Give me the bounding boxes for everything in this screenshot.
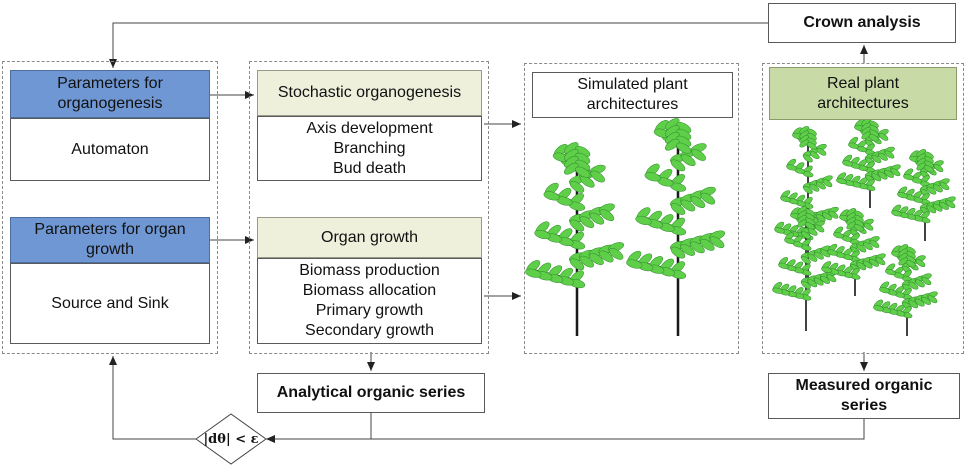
real-plant bbox=[821, 208, 886, 296]
param-organ-growth-header: Parameters for organ growth bbox=[10, 217, 210, 263]
measured-series-label: Measured organic series bbox=[795, 377, 933, 414]
organ-growth-item: Biomass allocation bbox=[302, 282, 437, 299]
arrow-crown-to-params bbox=[109, 22, 768, 68]
real-plant bbox=[873, 244, 938, 336]
simulated-plant bbox=[626, 118, 726, 336]
measured-series-box: Measured organic series bbox=[768, 373, 960, 419]
parameters-panel bbox=[2, 61, 218, 354]
param-organogenesis-header: Parameters for organogenesis bbox=[10, 70, 210, 118]
real-plant bbox=[891, 149, 956, 241]
organ-growth-item: Primary growth bbox=[315, 302, 424, 319]
analytical-series-label: Analytical organic series bbox=[276, 384, 466, 401]
organ-growth-item: Biomass production bbox=[299, 262, 440, 279]
stochastic-item: Bud death bbox=[333, 159, 406, 177]
param-organogenesis-body: Automaton bbox=[10, 118, 210, 181]
organ-growth-item: Secondary growth bbox=[305, 322, 434, 339]
criterion-text: |dθ| < ε bbox=[203, 431, 259, 447]
stochastic-title: Stochastic organogenesis bbox=[277, 84, 462, 101]
param-organ-growth-body: Source and Sink bbox=[10, 263, 210, 344]
stochastic-body: Axis development Branching Bud death bbox=[257, 116, 482, 181]
simulated-panel bbox=[524, 63, 739, 354]
organ-growth-title: Organ growth bbox=[321, 228, 418, 246]
real-plant bbox=[836, 118, 901, 208]
arrow-criterion-to-params bbox=[109, 356, 196, 440]
simulated-title: Simulated plant architectures bbox=[577, 76, 688, 113]
processes-panel bbox=[249, 61, 489, 354]
real-plant bbox=[772, 206, 837, 331]
automaton-label: Automaton bbox=[71, 140, 149, 158]
simulated-header: Simulated plant architectures bbox=[532, 72, 733, 118]
real-header: Real plant architectures bbox=[769, 67, 957, 120]
analytical-series-box: Analytical organic series bbox=[257, 373, 485, 413]
crown-analysis-label: Crown analysis bbox=[803, 14, 921, 31]
arrow-measured-to-criterion bbox=[266, 419, 865, 443]
stochastic-header: Stochastic organogenesis bbox=[257, 70, 482, 116]
criterion-diamond bbox=[195, 413, 267, 465]
param-organ-growth-title: Parameters for organ growth bbox=[34, 221, 186, 258]
organ-growth-header: Organ growth bbox=[257, 217, 482, 258]
criterion-label: |dθ| < ε bbox=[199, 429, 263, 449]
stochastic-item: Axis development bbox=[306, 119, 433, 137]
real-panel bbox=[762, 63, 964, 354]
crown-analysis-box: Crown analysis bbox=[768, 3, 956, 43]
stochastic-item: Branching bbox=[333, 139, 406, 157]
source-sink-label: Source and Sink bbox=[51, 294, 169, 312]
param-organogenesis-title: Parameters for organogenesis bbox=[57, 75, 163, 112]
simulated-plant bbox=[525, 142, 625, 336]
organ-growth-body: Biomass production Biomass allocation Pr… bbox=[257, 258, 482, 344]
real-title: Real plant architectures bbox=[817, 74, 909, 112]
